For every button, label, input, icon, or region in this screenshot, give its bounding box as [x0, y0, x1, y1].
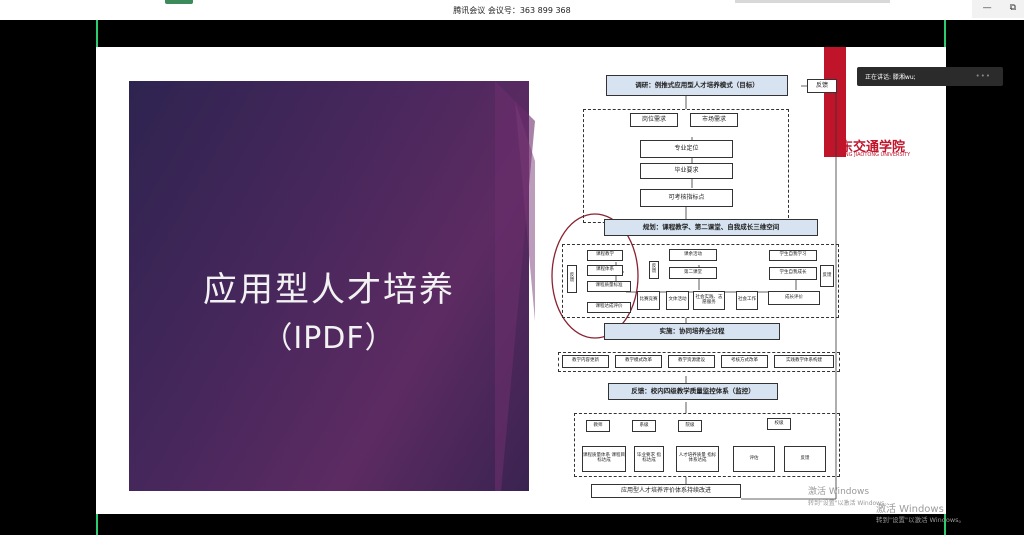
second-classroom-box: 第二课堂 — [669, 267, 717, 279]
activity-social: 社会实践、志愿服务 — [693, 291, 725, 310]
bottom-continuous-improvement: 应用型人才培养评价体系持续改进 — [591, 484, 741, 498]
university-logo-en: ONG JIAOTONG UNIVERSITY — [841, 152, 911, 158]
header-research: 调研：例推式应用型人才培养模式（目标） — [606, 75, 788, 96]
mid-feedback-box: 反馈 — [649, 261, 659, 279]
toolbar-drag-handle[interactable] — [165, 0, 193, 4]
detail-teacher: 课程质量体系 课程目标达成 — [582, 446, 626, 472]
level-teacher: 教师 — [586, 420, 610, 432]
self-learning-box: 学生自我学习 — [769, 250, 817, 261]
slide-title: 应用型人才培养 — [203, 270, 455, 310]
header-planning: 规划：课程教学、第二课堂、自我成长三维空间 — [604, 219, 818, 236]
frame-corner-bl — [96, 520, 98, 528]
restore-button[interactable]: ⧉ — [1009, 3, 1016, 13]
meeting-title: 腾讯会议 会议号：363 899 368 — [453, 5, 571, 15]
header-feedback: 反馈：校内四级教学质量监控体系（监控） — [608, 383, 778, 400]
impl-resources: 教学资源建设 — [668, 355, 715, 368]
frame-corner-tl — [96, 20, 98, 28]
activity-work: 社会工作 — [736, 291, 758, 310]
meeting-title-bar: 腾讯会议 会议号：363 899 368 — [0, 0, 1024, 20]
highlight-circle — [551, 213, 639, 339]
activity-sports: 文体活动 — [666, 291, 689, 310]
impl-content: 教学内容更新 — [562, 355, 609, 368]
impl-assessment: 考核方式改革 — [721, 355, 768, 368]
implementation-group — [558, 352, 840, 372]
growth-eval-box: 成长评价 — [768, 291, 820, 305]
slide-subtitle: （IPDF） — [262, 321, 396, 356]
detail-dept: 毕业要求 指标达成 — [634, 446, 664, 472]
planning-group — [562, 244, 839, 318]
course-standard-box: 课程质量标准 — [587, 281, 631, 292]
speaker-more-icon[interactable]: ••• — [975, 72, 991, 80]
presentation-slide: 应用型人才培养 （IPDF） 东交通学院 ONG JIAOTONG UNIVER… — [96, 47, 946, 514]
course-teaching-box: 课程教学 — [587, 250, 623, 261]
course-eval-box: 课程达成评价 — [587, 302, 631, 313]
university-logo-cn: 东交通学院 — [840, 140, 906, 155]
extracurricular-box: 课余活动 — [669, 249, 717, 261]
activate-watermark-1-title: 激活 Windows — [808, 487, 870, 497]
minimize-button[interactable]: — — [982, 3, 992, 13]
impl-mode: 教学模式改革 — [615, 355, 662, 368]
left-feedback-box: 反馈 — [567, 265, 577, 293]
level-university: 校级 — [767, 418, 791, 430]
top-search-field[interactable] — [735, 0, 890, 3]
panel-accent-shape — [495, 81, 535, 491]
speaker-indicator: 正在讲话: 滕湘wu; ••• — [857, 67, 1003, 86]
right-feedback-box: 反馈 — [820, 265, 834, 287]
window-controls: — ⧉ — [983, 3, 1016, 13]
logo-bar — [824, 47, 846, 157]
header-implementation: 实施：协同培养全过程 — [604, 323, 780, 340]
title-panel: 应用型人才培养 （IPDF） — [129, 81, 535, 491]
feedback-right-box: 反馈 — [807, 79, 837, 93]
self-growth-box: 学生自我成长 — [769, 267, 817, 280]
window-controls-area — [972, 0, 1024, 18]
impl-practice: 实践教学体系构建 — [774, 355, 834, 368]
step-requirements: 毕业要求 — [640, 163, 733, 179]
detail-feedback: 反馈 — [784, 446, 826, 472]
detail-college: 人才培养质量 指标体系达成 — [676, 446, 719, 472]
step-positioning: 专业定位 — [640, 140, 733, 158]
flowchart: 调研：例推式应用型人才培养模式（目标） 反馈 岗位需求 市场需求 专业定位 毕业… — [96, 47, 946, 514]
req-right-box: 市场需求 — [690, 113, 738, 127]
frame-corner-tr — [944, 20, 946, 28]
req-left-box: 岗位需求 — [630, 113, 678, 127]
activate-watermark-2-title: 激活 Windows — [876, 504, 944, 515]
level-college: 院级 — [678, 420, 702, 432]
course-system-box: 课程体系 — [587, 265, 623, 276]
level-dept: 系级 — [632, 420, 656, 432]
step-indicators: 可考核指标点 — [640, 189, 733, 207]
frame-corner-br — [944, 520, 946, 528]
activate-watermark-1-sub: 转到"设置"以激活 Windows。 — [808, 500, 891, 507]
activity-competition: 比赛竞赛 — [637, 291, 660, 310]
speaker-label: 正在讲话: 滕湘wu; — [865, 74, 916, 81]
feedback-group — [574, 413, 840, 477]
detail-assessment: 评估 — [733, 446, 775, 472]
activate-watermark-2-sub: 转到"设置"以激活 Windows。 — [876, 516, 966, 524]
